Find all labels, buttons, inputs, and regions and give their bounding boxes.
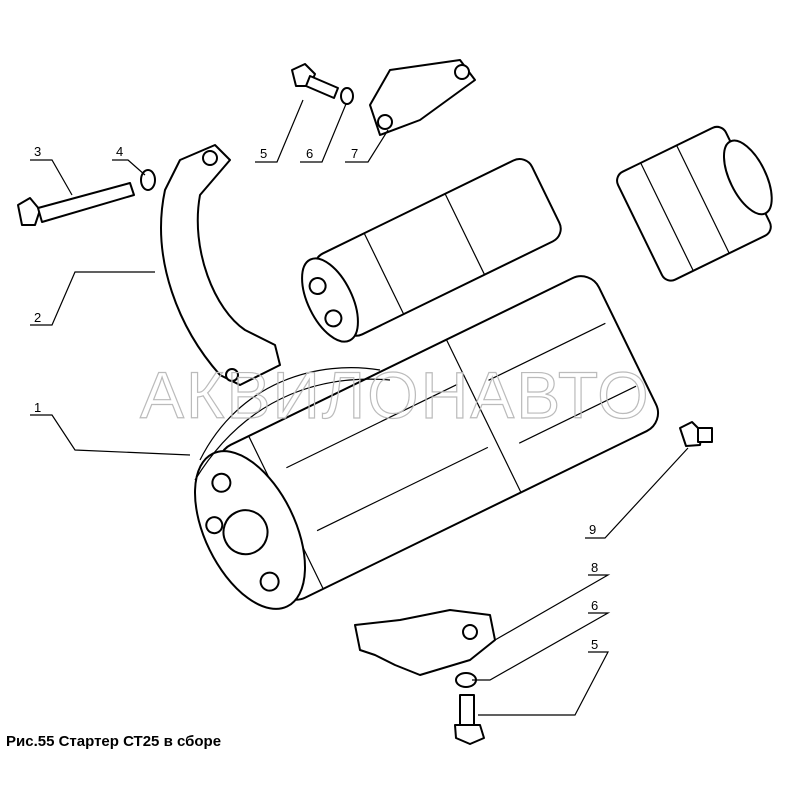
- callout-1: 1: [34, 400, 41, 415]
- callout-4: 4: [116, 144, 123, 159]
- callout-8: 8: [591, 560, 598, 575]
- callout-9: 9: [589, 522, 596, 537]
- clamp-band: [160, 144, 281, 386]
- callout-3: 3: [34, 144, 41, 159]
- callout-6-top: 6: [306, 146, 313, 161]
- callout-5-top: 5: [260, 146, 267, 161]
- top-bracket: [291, 59, 476, 136]
- plug: [679, 421, 713, 447]
- bottom-bracket: [354, 609, 496, 745]
- starter-body: [194, 125, 773, 610]
- callout-6-bottom: 6: [591, 598, 598, 613]
- callout-5-bottom: 5: [591, 637, 598, 652]
- bolt: [17, 169, 156, 226]
- callout-2: 2: [34, 310, 41, 325]
- callout-7: 7: [351, 146, 358, 161]
- leader-lines: [30, 99, 689, 716]
- figure-caption: Рис.55 Стартер СТ25 в сборе: [6, 733, 222, 750]
- watermark: АКВИЛОНАВТО: [140, 358, 651, 432]
